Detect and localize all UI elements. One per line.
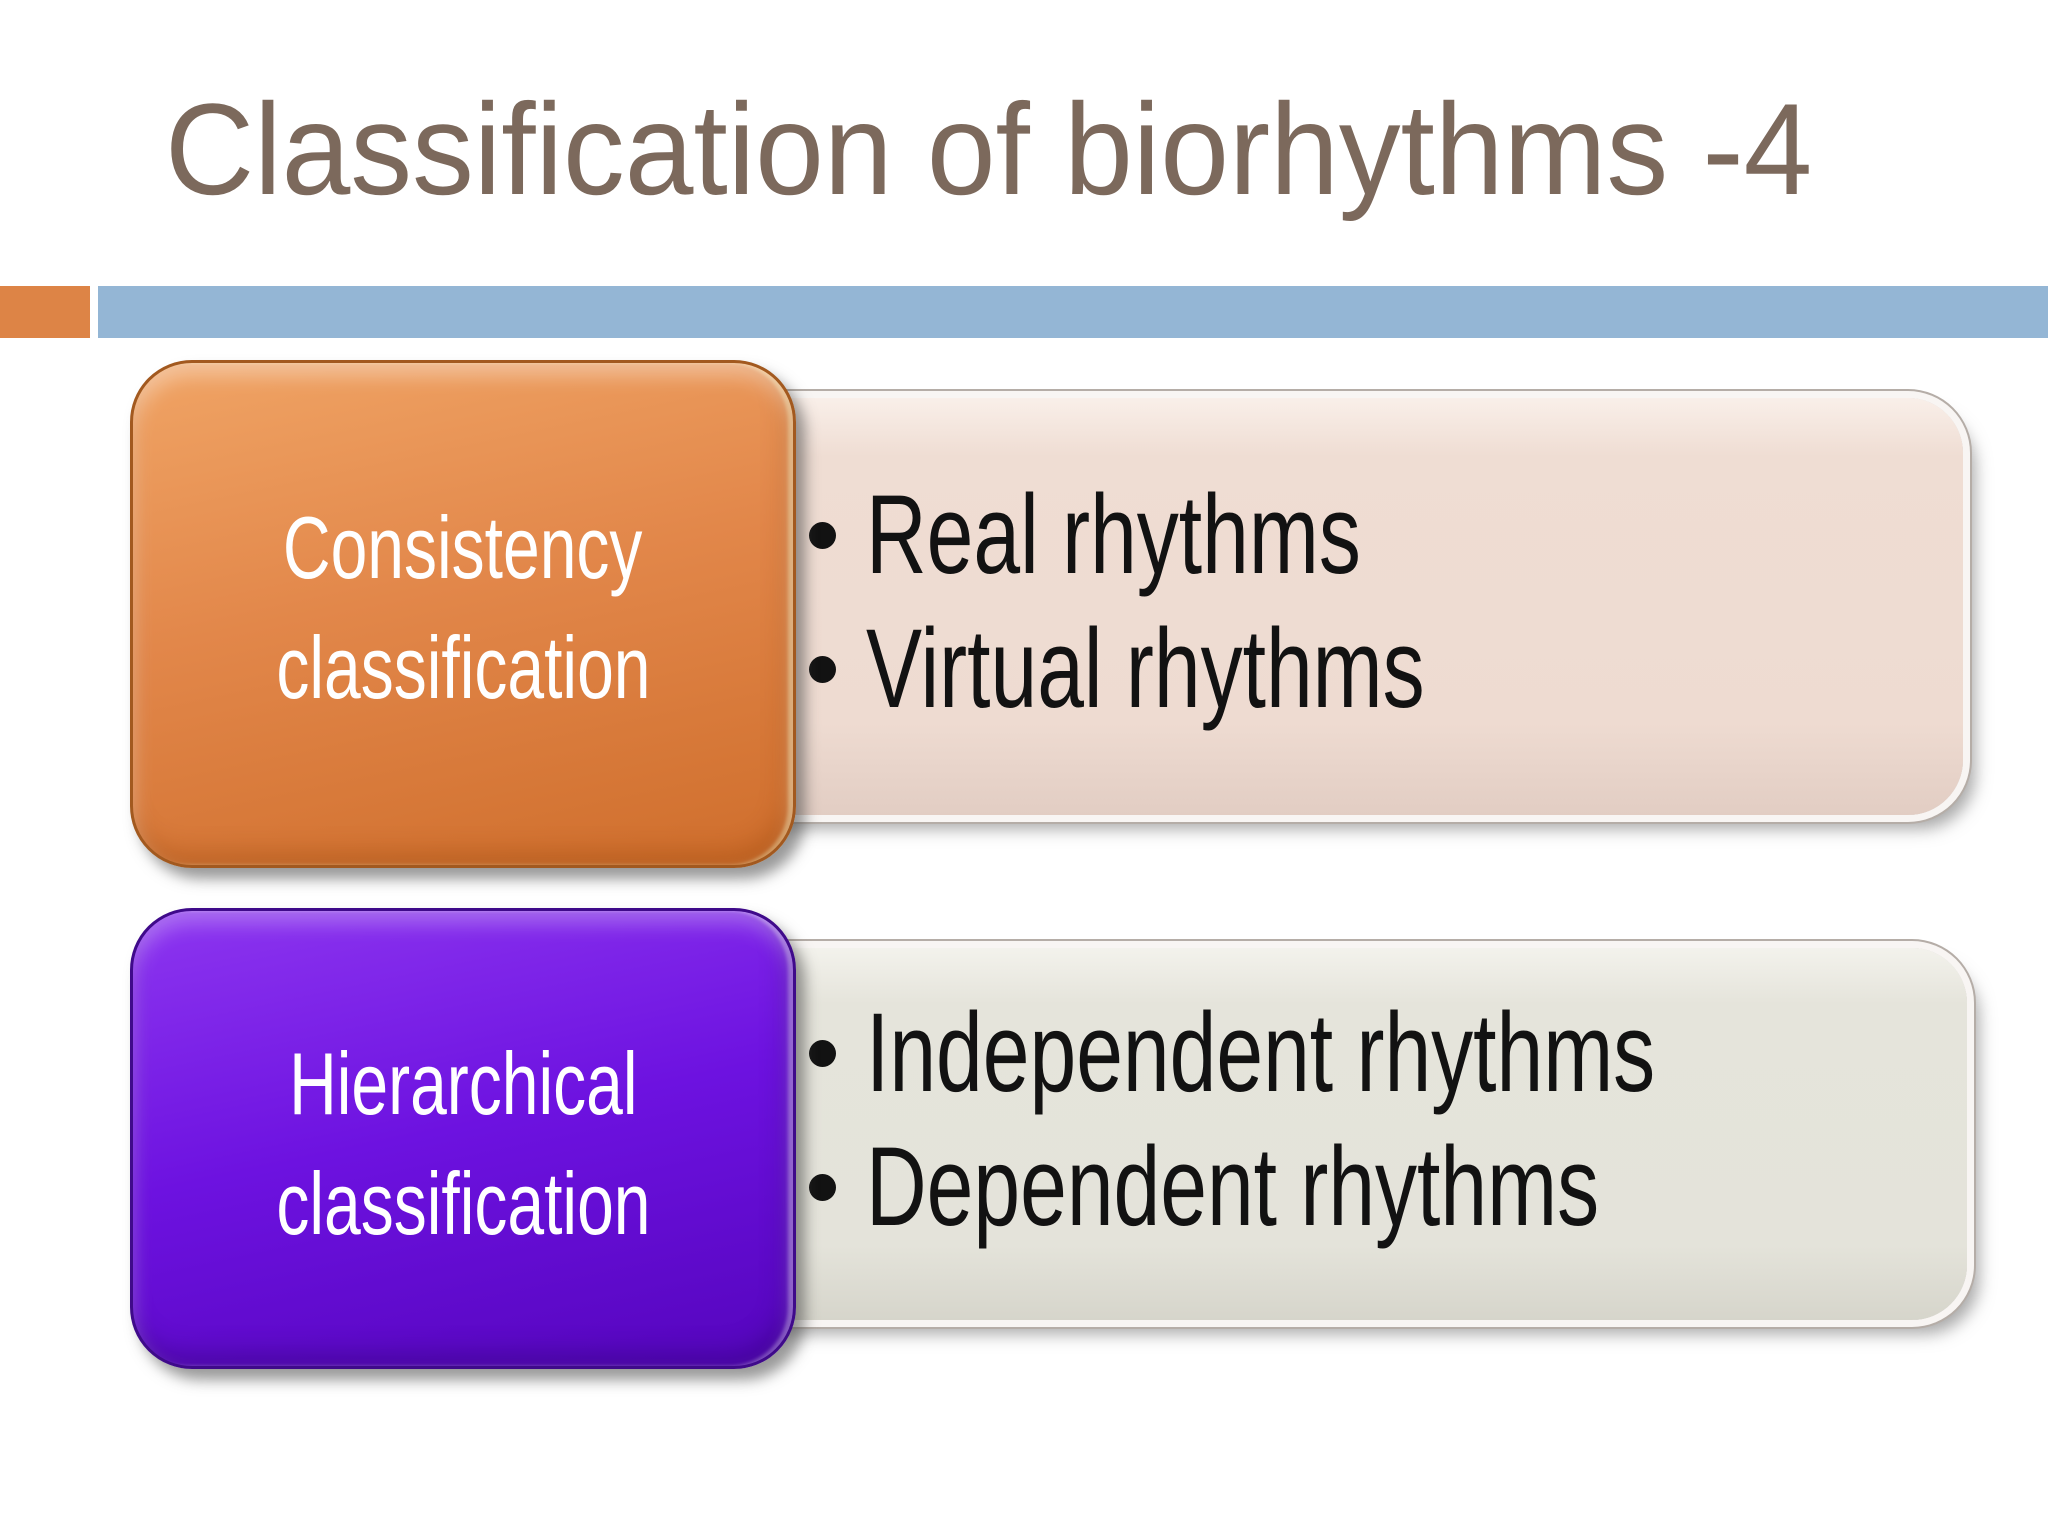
bullet-dot-icon <box>809 521 836 549</box>
bullet-text: Virtual rhythms <box>866 606 1425 731</box>
bullet-dot-icon <box>809 1039 836 1067</box>
shape-label-line: classification <box>275 1153 651 1253</box>
shape-box-hierarchical: Hierarchical classification <box>130 908 796 1369</box>
content-panel-hierarchical: Independent rhythms Dependent rhythms <box>700 948 1967 1320</box>
accent-square <box>0 286 90 338</box>
list-item: Real rhythms <box>809 479 1611 591</box>
bullet-text: Independent rhythms <box>866 990 1656 1115</box>
bullet-text: Real rhythms <box>866 472 1361 597</box>
bullet-dot-icon <box>809 1173 836 1201</box>
content-panel-consistency: Real rhythms Virtual rhythms <box>700 398 1963 815</box>
shape-label-line: Hierarchical <box>288 1033 638 1133</box>
list-item: Dependent rhythms <box>809 1131 1918 1243</box>
shape-label: Hierarchical classification <box>214 1024 713 1264</box>
bullet-list: Real rhythms Virtual rhythms <box>809 479 1611 725</box>
list-item: Independent rhythms <box>809 997 1918 1109</box>
bullet-dot-icon <box>809 655 836 683</box>
list-item: Virtual rhythms <box>809 613 1611 725</box>
shape-label-line: Consistency <box>283 498 643 597</box>
bullet-text: Dependent rhythms <box>866 1124 1600 1249</box>
page-title: Classification of biorhythms -4 <box>165 76 1813 222</box>
shape-label: Consistency classification <box>214 488 713 728</box>
shape-label-line: classification <box>275 618 651 717</box>
shape-box-consistency: Consistency classification <box>130 360 796 868</box>
bullet-list: Independent rhythms Dependent rhythms <box>809 997 1918 1243</box>
accent-bar <box>98 286 2048 338</box>
